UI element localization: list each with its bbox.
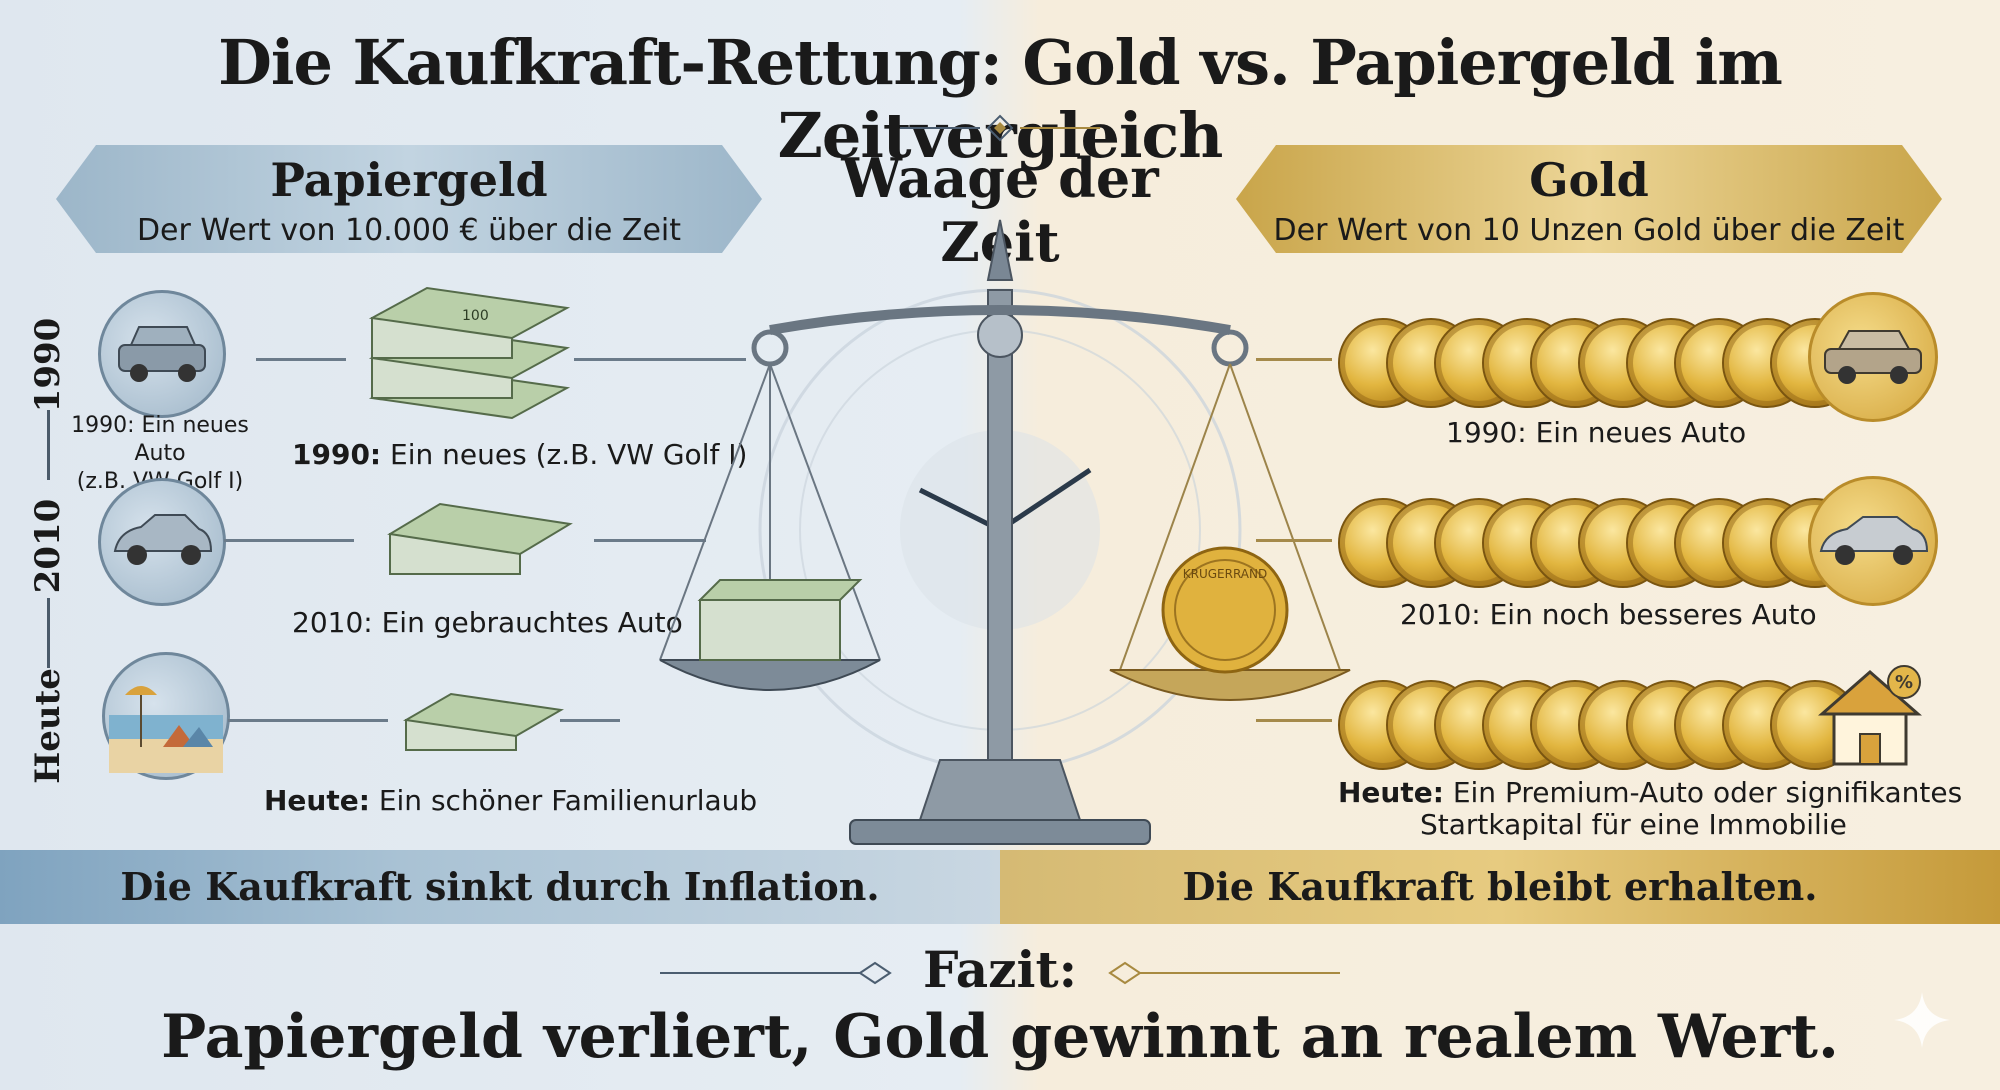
car-circle-1990	[98, 290, 226, 418]
year-label-2010: 2010	[28, 498, 68, 594]
percent-icon: %	[1895, 672, 1913, 693]
house-icon: %	[1818, 665, 1922, 766]
coin-row-heute	[1338, 680, 1860, 770]
banknote-stack-medium	[387, 502, 573, 575]
paper-caption-1990: 1990: Ein neues (z.B. VW Golf I)	[292, 438, 748, 471]
connector-line	[1256, 719, 1332, 722]
page-title: Die Kaufkraft-Rettung: Gold vs. Papierge…	[218, 26, 1783, 172]
gold-heading: Gold	[1529, 153, 1649, 207]
gold-car-circle-1990	[1808, 292, 1938, 422]
paper-conclusion-bar: Die Kaufkraft sinkt durch Inflation.	[0, 850, 1000, 924]
sparkle-icon	[1894, 992, 1950, 1048]
year-label-1990: 1990	[28, 317, 68, 413]
gold-caption-1990: 1990: Ein neues Auto	[1446, 416, 1747, 449]
gold-conclusion-bar: Die Kaufkraft bleibt erhalten.	[1000, 850, 2000, 924]
gold-caption-heute-line2: Startkapital für eine Immobilie	[1420, 808, 1847, 841]
gold-car-circle-2010	[1808, 476, 1938, 606]
connector-line	[574, 358, 746, 361]
banknote-stack-on-scale	[699, 599, 841, 661]
krugerrand-coin-large	[1161, 546, 1289, 674]
car-icon	[118, 326, 206, 382]
timeline-line	[47, 598, 50, 668]
paper-subheading: Der Wert von 10.000 € über die Zeit	[136, 213, 682, 248]
connector-line	[594, 539, 706, 542]
connector-line	[256, 358, 346, 361]
final-conclusion: Papiergeld verliert, Gold gewinnt an rea…	[161, 1002, 1839, 1072]
connector-line	[224, 539, 354, 542]
small-clock-icon	[977, 312, 1023, 358]
right-pan	[1109, 669, 1351, 701]
fazit-ornament	[660, 961, 1340, 985]
scale-base	[849, 819, 1151, 845]
connector-line	[560, 719, 620, 722]
coin-row-1990	[1338, 318, 1860, 408]
connector-line	[228, 719, 388, 722]
left-pan	[659, 659, 881, 691]
paper-heading: Papiergeld	[270, 153, 548, 207]
car-icon	[1819, 516, 1929, 565]
balance-scale: KRUGERRAND	[659, 219, 1351, 845]
year-label-heute: Heute	[28, 668, 68, 784]
connector-line	[1256, 539, 1332, 542]
beach-vacation-icon	[109, 686, 223, 773]
coin-label: KRUGERRAND	[1183, 567, 1268, 581]
gold-caption-heute: Heute: Ein Premium-Auto oder signifikant…	[1338, 776, 1963, 809]
gold-caption-2010: 2010: Ein noch besseres Auto	[1400, 598, 1817, 631]
car-circle-2010	[98, 478, 226, 606]
car-icon	[113, 514, 213, 565]
connector-line	[1256, 358, 1332, 361]
paper-money-banner: Papiergeld Der Wert von 10.000 € über di…	[56, 145, 762, 253]
paper-caption-2010: 2010: Ein gebrauchtes Auto	[292, 606, 683, 639]
gold-subheading: Der Wert von 10 Unzen Gold über die Zeit	[1273, 213, 1905, 248]
ornament-divider	[900, 114, 1100, 142]
banknote-stack-large: 100	[368, 286, 571, 420]
coin-row-2010	[1338, 498, 1860, 588]
gold-banner: Gold Der Wert von 10 Unzen Gold über die…	[1236, 145, 1942, 253]
banknote-label: 100	[462, 308, 489, 324]
vacation-circle	[102, 652, 230, 780]
paper-caption-heute: Heute: Ein schöner Familienurlaub	[264, 784, 758, 817]
timeline-line	[47, 410, 50, 480]
fazit-label: Fazit:	[922, 940, 1078, 999]
car-icon	[1824, 330, 1922, 384]
banknote-stack-small	[403, 692, 564, 751]
